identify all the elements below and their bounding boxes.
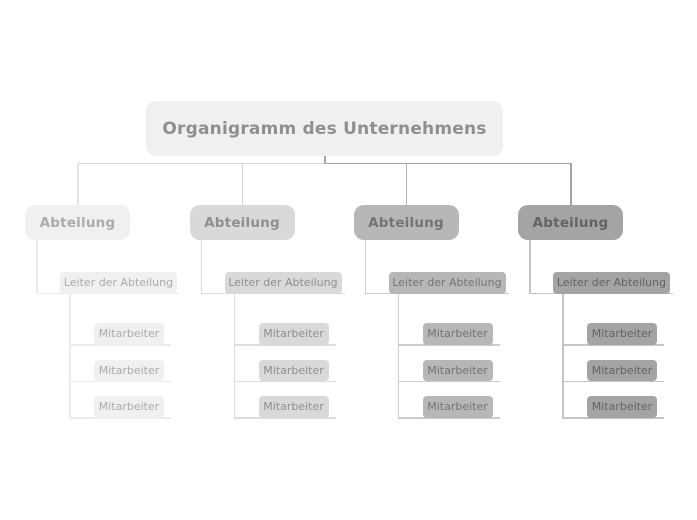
department-box[interactable]: Abteilung (518, 205, 623, 240)
department-branch: Abteilung Leiter der Abteilung Mitarbeit… (518, 0, 682, 520)
employee-box[interactable]: Mitarbeiter (94, 396, 164, 418)
connector-horizontal-left (77, 162, 325, 164)
employee-stub-line (397, 417, 500, 419)
employee-stub-line (69, 344, 171, 346)
leader-box[interactable]: Leiter der Abteilung (388, 272, 506, 294)
leader-elbow-line (529, 240, 531, 294)
leader-box[interactable]: Leiter der Abteilung (553, 272, 670, 294)
leader-elbow-line (364, 240, 366, 294)
employee-stub-line (397, 380, 500, 382)
connector-horizontal-right (324, 162, 572, 164)
department-box[interactable]: Abteilung (25, 205, 130, 240)
leader-elbow-line (200, 240, 202, 294)
employee-box[interactable]: Mitarbeiter (587, 359, 657, 381)
employee-box[interactable]: Mitarbeiter (422, 359, 493, 381)
employee-box[interactable]: Mitarbeiter (94, 323, 164, 345)
chart-title[interactable]: Organigramm des Unternehmens (146, 101, 503, 156)
employee-stub-line (233, 417, 336, 419)
employee-box[interactable]: Mitarbeiter (422, 396, 493, 418)
employee-stub-line (397, 344, 500, 346)
branch-drop-line (405, 163, 407, 205)
employee-box[interactable]: Mitarbeiter (422, 323, 493, 345)
employee-box[interactable]: Mitarbeiter (94, 359, 164, 381)
title-stub-line (324, 156, 326, 164)
employee-box[interactable]: Mitarbeiter (587, 396, 657, 418)
employee-stub-line (562, 417, 664, 419)
employee-box[interactable]: Mitarbeiter (258, 359, 329, 381)
employee-stub-line (562, 344, 664, 346)
employees-trunk-line (69, 293, 71, 419)
employee-stub-line (233, 344, 336, 346)
employee-stub-line (69, 417, 171, 419)
employee-box[interactable]: Mitarbeiter (258, 396, 329, 418)
leader-box[interactable]: Leiter der Abteilung (60, 272, 177, 294)
department-box[interactable]: Abteilung (353, 205, 459, 240)
employee-stub-line (233, 380, 336, 382)
employee-box[interactable]: Mitarbeiter (587, 323, 657, 345)
employees-trunk-line (233, 293, 235, 419)
employee-box[interactable]: Mitarbeiter (258, 323, 329, 345)
branch-drop-line (241, 163, 243, 205)
employees-trunk-line (562, 293, 564, 419)
department-branch: Abteilung Leiter der Abteilung Mitarbeit… (189, 0, 354, 520)
leader-elbow-line (36, 240, 38, 294)
department-branch: Abteilung Leiter der Abteilung Mitarbeit… (25, 0, 189, 520)
branch-drop-line (77, 163, 79, 205)
department-branch: Abteilung Leiter der Abteilung Mitarbeit… (353, 0, 518, 520)
employees-trunk-line (397, 293, 399, 419)
leader-box[interactable]: Leiter der Abteilung (224, 272, 342, 294)
employee-stub-line (562, 380, 664, 382)
employee-stub-line (69, 380, 171, 382)
branch-drop-line (570, 163, 572, 205)
department-box[interactable]: Abteilung (189, 205, 295, 240)
